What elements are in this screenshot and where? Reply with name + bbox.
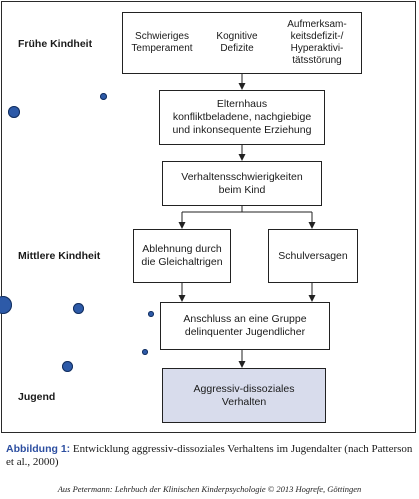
caption-label: Abbildung 1: bbox=[6, 443, 71, 455]
node-parents: Elternhaus konfliktbeladene, nachgiebige… bbox=[159, 90, 325, 145]
node-temperament: Schwieriges Temperament bbox=[131, 31, 193, 54]
decor-dot bbox=[100, 93, 107, 100]
decor-dot bbox=[8, 106, 20, 118]
decor-dot bbox=[73, 303, 84, 314]
decor-dot bbox=[142, 349, 148, 355]
node-school: Schulversagen bbox=[268, 229, 358, 283]
decor-dot bbox=[0, 296, 12, 314]
early-factors-box bbox=[122, 12, 362, 74]
figure-caption: Abbildung 1: Entwicklung aggressiv-disso… bbox=[6, 443, 416, 469]
caption-text: Entwicklung aggressiv-dissoziales Verhal… bbox=[6, 443, 413, 468]
decor-dot bbox=[148, 311, 154, 317]
source-credit: Aus Petermann: Lehrbuch der Klinischen K… bbox=[57, 484, 362, 494]
node-outcome: Aggressiv-dissoziales Verhalten bbox=[162, 368, 326, 423]
stage-label-early: Frühe Kindheit bbox=[18, 38, 93, 50]
node-adhd: Aufmerksam- keitsdefizit-/ Hyperaktivi- … bbox=[287, 19, 347, 66]
stage-label-middle: Mittlere Kindheit bbox=[18, 250, 101, 262]
stage-label-youth: Jugend bbox=[18, 391, 56, 403]
decor-dot bbox=[62, 361, 73, 372]
node-behavior: Verhaltensschwierigkeiten beim Kind bbox=[162, 161, 322, 206]
node-rejection: Ablehnung durch die Gleichaltrigen bbox=[133, 229, 231, 283]
node-cognitive: Kognitive Defizite bbox=[216, 31, 258, 54]
figure-frame bbox=[1, 1, 416, 433]
node-peers: Anschluss an eine Gruppe delinquenter Ju… bbox=[160, 302, 330, 350]
